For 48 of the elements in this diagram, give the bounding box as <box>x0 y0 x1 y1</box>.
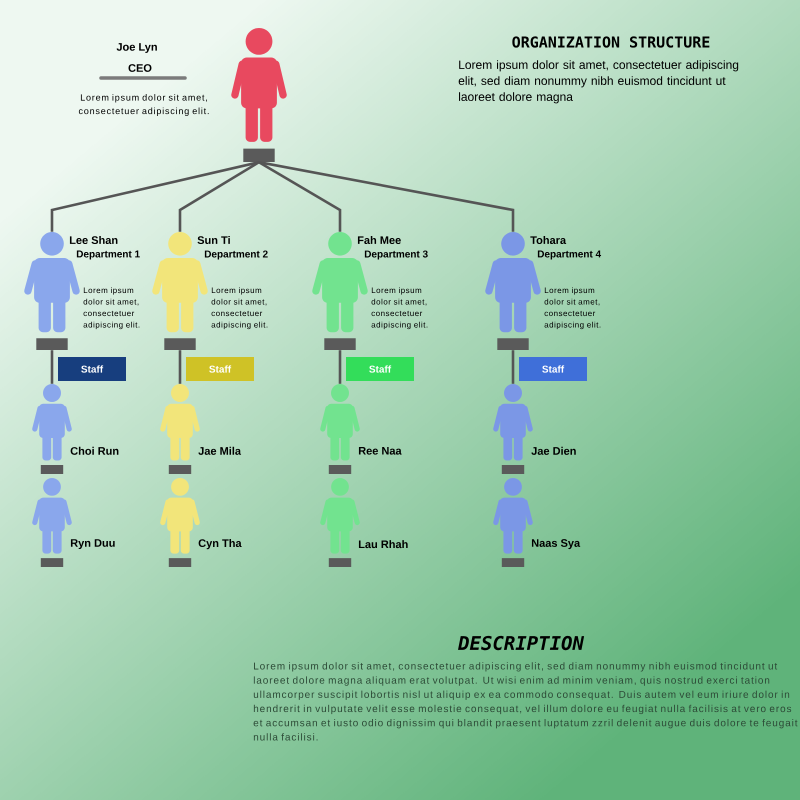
description-text: Lorem ipsum dolor sit amet, consectetuer adipiscing elit. <box>78 94 209 116</box>
person-name: Sun Ti <box>198 236 230 244</box>
connector-line <box>512 350 514 384</box>
person-figure <box>320 478 360 567</box>
intro-text: Lorem ipsum dolor sit amet, consectetuer adipiscing elit, sed diam nonummy nibh euismod tincidunt ut laoreet dolore magna <box>458 60 738 104</box>
staff-tag: Staff <box>186 357 254 381</box>
connector-line <box>338 350 342 384</box>
job-title: CEO <box>128 64 152 72</box>
staff-tag: Staff <box>346 357 414 381</box>
person-name: Naas Sya <box>532 539 580 550</box>
person-name: Lee Shan <box>70 236 118 244</box>
connector-line <box>50 160 260 232</box>
department-name: Department 4 <box>538 250 602 260</box>
staff-tag: Staff <box>519 357 587 381</box>
person-figure <box>493 478 533 567</box>
person-figure <box>493 384 533 474</box>
person-figure <box>160 478 200 567</box>
connector-line <box>258 160 514 232</box>
person-name: Fah Mee <box>358 236 401 244</box>
department-name: Department 2 <box>204 250 268 260</box>
description-text: Lorem ipsum dolor sit amet, consectetuer adipiscing elit. <box>544 287 600 330</box>
person-name: Tohara <box>530 236 566 244</box>
staff-tag: Staff <box>58 357 126 381</box>
person-figure <box>32 384 72 474</box>
person-name: Ree Naa <box>358 446 402 455</box>
description-text: Lorem ipsum dolor sit amet, consectetuer adipiscing elit. <box>84 287 140 330</box>
person-figure <box>32 478 72 567</box>
person-name: Lau Rhah <box>358 540 408 548</box>
person-name: Joe Lyn <box>116 43 157 53</box>
department-name: Department 3 <box>364 250 428 260</box>
section-heading: DESCRIPTION <box>458 636 584 650</box>
person-figure <box>160 384 200 474</box>
description-text: Lorem ipsum dolor sit amet, consectetuer adipiscing elit. <box>212 287 268 330</box>
connector-line <box>50 350 54 384</box>
connector-line <box>178 350 182 384</box>
connector-line <box>258 161 342 232</box>
person-name: Ryn Duu <box>70 539 115 550</box>
connector-line <box>178 161 260 232</box>
person-name: Cyn Tha <box>198 538 242 550</box>
person-name: Jae Dien <box>531 446 576 455</box>
description-text: Lorem ipsum dolor sit amet, consectetuer adipiscing elit. <box>372 287 428 330</box>
person-name: Jae Mila <box>198 446 242 455</box>
person-name: Choi Run <box>70 446 118 455</box>
title: ORGANIZATION STRUCTURE <box>512 36 710 48</box>
person-figure <box>320 384 360 474</box>
description-text: Lorem ipsum dolor sit amet, consectetuer adipiscing elit, sed diam nonummy nibh euismod tincidunt ut laoreet dolore magna aliquam erat volutpat. Ut wisi enim ad minim veniam, quis nostrud exerci tation ullamcorper suscipit lobortis nisl ut aliquip ex ea commodo consequat. Duis autem vel eum iriure dolor in hendrerit in vulputate velit esse molestie consequat, vel illum dolore eu feugiat nulla facilisis at vero eros et accumsan et iusto odio dignissim qui blandit praesent luptatum zzril delenit augue duis dolore te feugait nulla facilisi. <box>254 662 798 741</box>
department-name: Department 1 <box>76 250 140 260</box>
person-figure <box>231 28 287 162</box>
